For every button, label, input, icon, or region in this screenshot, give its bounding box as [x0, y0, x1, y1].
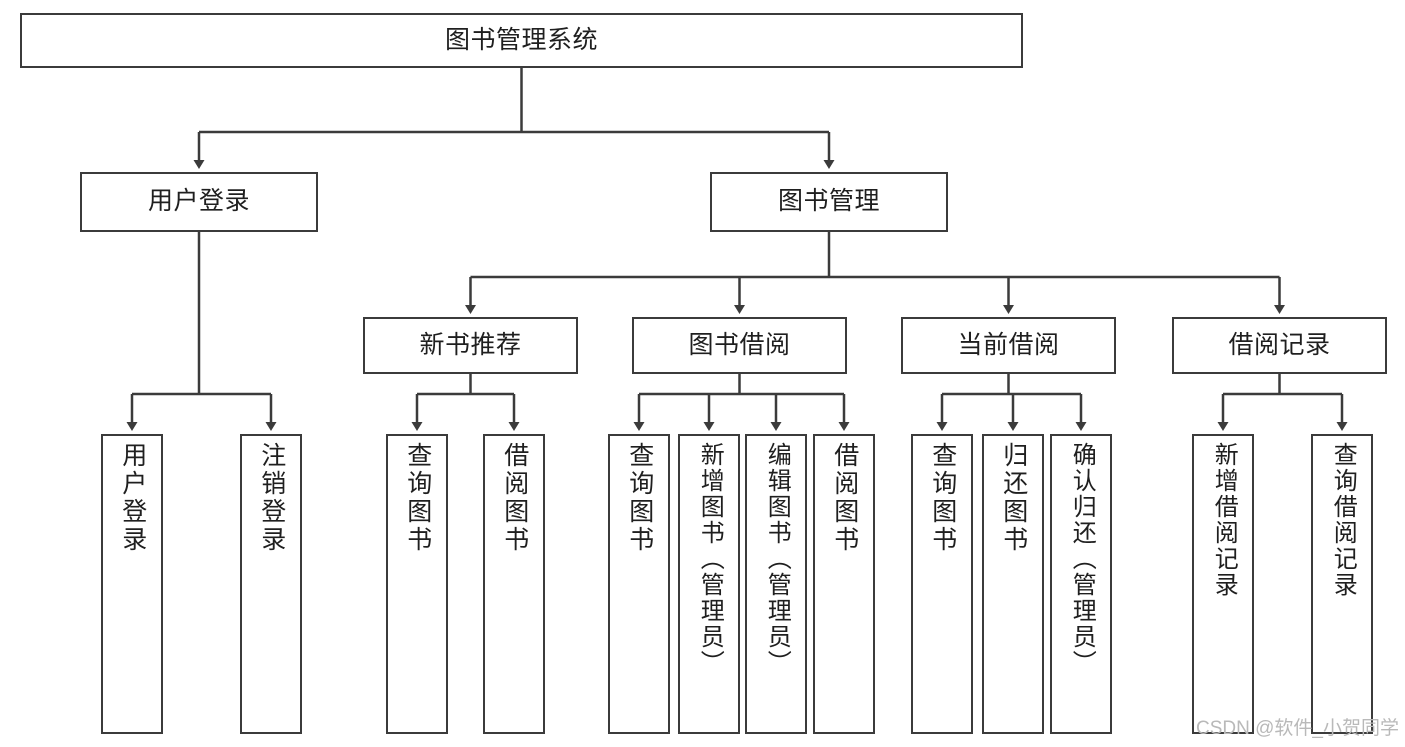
node-label: 图书管理系统	[444, 25, 598, 54]
node-label: 用户登录	[147, 187, 250, 216]
node-label: 确认归还（管理员）	[1068, 442, 1096, 676]
node-leaf-br-query[interactable]: 查询借阅记录	[1311, 434, 1373, 734]
node-label: 新增借阅记录	[1210, 442, 1238, 598]
node-label: 查询图书	[625, 442, 654, 554]
node-label: 图书借阅	[688, 330, 791, 359]
node-label: 借阅图书	[500, 442, 529, 554]
node-label: 新增图书（管理员）	[696, 442, 724, 676]
node-leaf-br-add[interactable]: 新增借阅记录	[1192, 434, 1254, 734]
node-label: 注销登录	[257, 442, 286, 554]
node-root[interactable]: 图书管理系统	[20, 13, 1023, 68]
node-label: 归还图书	[999, 442, 1028, 554]
node-leaf-bb-add[interactable]: 新增图书（管理员）	[678, 434, 740, 734]
node-current-borrow[interactable]: 当前借阅	[901, 317, 1116, 374]
node-leaf-rec-query[interactable]: 查询图书	[386, 434, 448, 734]
node-leaf-cb-query[interactable]: 查询图书	[911, 434, 973, 734]
node-label: 新书推荐	[419, 330, 522, 359]
node-label: 查询借阅记录	[1329, 442, 1357, 598]
node-label: 借阅记录	[1228, 330, 1331, 359]
node-leaf-bb-query[interactable]: 查询图书	[608, 434, 670, 734]
node-label: 编辑图书（管理员）	[763, 442, 791, 676]
node-user-login[interactable]: 用户登录	[80, 172, 318, 232]
node-label: 图书管理	[777, 187, 880, 216]
node-label: 用户登录	[118, 442, 147, 554]
node-new-book-rec[interactable]: 新书推荐	[363, 317, 578, 374]
node-leaf-bb-borrow[interactable]: 借阅图书	[813, 434, 875, 734]
node-leaf-cb-confirm[interactable]: 确认归还（管理员）	[1050, 434, 1112, 734]
node-leaf-bb-edit[interactable]: 编辑图书（管理员）	[745, 434, 807, 734]
node-label: 当前借阅	[957, 330, 1060, 359]
node-label: 查询图书	[403, 442, 432, 554]
node-book-manage[interactable]: 图书管理	[710, 172, 948, 232]
connector-lines	[126, 68, 1348, 431]
node-borrow-record[interactable]: 借阅记录	[1172, 317, 1387, 374]
node-label: 借阅图书	[830, 442, 859, 554]
csdn-watermark: CSDN @软件_小贺同学	[1196, 718, 1399, 739]
node-leaf-rec-borrow[interactable]: 借阅图书	[483, 434, 545, 734]
node-leaf-user-login[interactable]: 用户登录	[101, 434, 163, 734]
node-label: 查询图书	[928, 442, 957, 554]
node-leaf-user-logout[interactable]: 注销登录	[240, 434, 302, 734]
node-book-borrow[interactable]: 图书借阅	[632, 317, 847, 374]
node-leaf-cb-return[interactable]: 归还图书	[982, 434, 1044, 734]
